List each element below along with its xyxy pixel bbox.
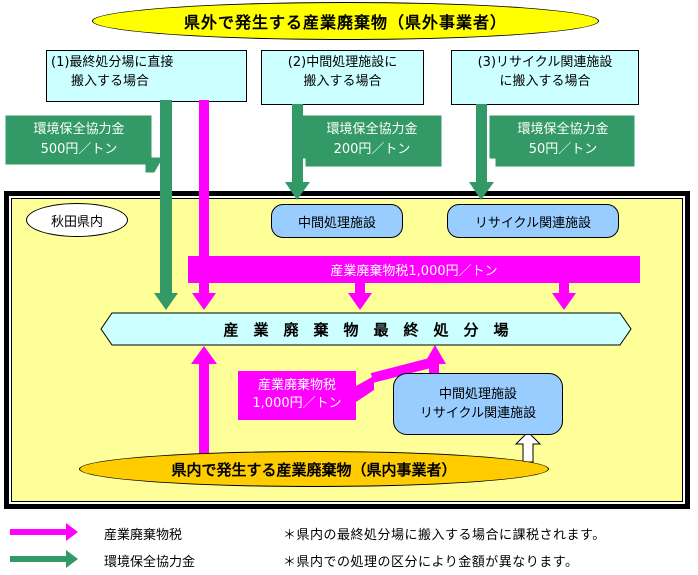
tax-band-label: 産業廃棄物税1,000円／トン xyxy=(330,264,498,279)
intermediate-facility-box: 中間処理施設 xyxy=(271,204,403,238)
intermediate-facility-label: 中間処理施設 xyxy=(297,215,376,231)
legend-fee-arrow-shaft xyxy=(10,556,68,562)
fee-callout-1 xyxy=(5,115,163,173)
recycling-facility-label: リサイクル関連施設 xyxy=(474,215,592,231)
legend-tax-label: 産業廃棄物税 xyxy=(104,528,183,543)
tax-arrow-instate-head xyxy=(191,346,217,364)
legend-tax-arrow-shaft xyxy=(10,529,68,535)
case-box-recycling: (3)リサイクル関連施設 に搬入する場合 xyxy=(451,50,639,105)
final-disposal-site-shape xyxy=(100,312,632,346)
instate-tax-callout xyxy=(238,371,374,420)
case-box-direct-disposal: (1)最終処分場に直接 搬入する場合 xyxy=(46,50,247,102)
akita-prefecture-label: 秋田県内 xyxy=(26,203,128,237)
final-disposal-site: 産業廃棄物最終処分場 xyxy=(112,313,620,345)
legend-fee-label: 環境保全協力金 xyxy=(104,555,196,570)
note-amount-varies: ＊県内での処理の区分により金額が異なります。 xyxy=(283,555,579,570)
case-1-line2: 搬入する場合 xyxy=(71,74,150,89)
fee-3-name: 環境保全協力金 xyxy=(517,122,609,137)
hollow-up-arrow xyxy=(514,431,542,463)
fee-arrow-3-shaft xyxy=(476,104,487,184)
out-of-prefecture-waste-ellipse: 県外で発生する産業廃棄物（県外事業者） xyxy=(92,2,599,40)
fee-1-amount: 500円／トン xyxy=(40,142,118,157)
instate-intermediate-label: 中間処理施設 xyxy=(438,387,517,402)
tax-arrow-direct-shaft xyxy=(199,100,209,295)
fee-callout-3-text: 環境保全協力金 50円／トン xyxy=(496,120,630,160)
fee-3-amount: 50円／トン xyxy=(528,142,598,157)
recycling-facility-box: リサイクル関連施設 xyxy=(447,204,619,238)
in-prefecture-waste-title: 県内で発生する産業廃棄物（県内事業者） xyxy=(171,460,457,479)
legend-fee-arrow-head xyxy=(66,550,78,568)
fee-1-name: 環境保全協力金 xyxy=(33,122,125,137)
instate-tax-callout-text: 産業廃棄物税 1,000円／トン xyxy=(238,377,356,413)
akita-prefecture-text: 秋田県内 xyxy=(50,214,103,230)
final-disposal-site-label: 産業廃棄物最終処分場 xyxy=(223,320,524,339)
tax-arrow-facility-diagonal xyxy=(370,357,436,383)
tax-arrow-instate-shaft xyxy=(199,362,209,454)
tax-band xyxy=(188,256,640,283)
fee-callout-1-text: 環境保全協力金 500円／トン xyxy=(10,120,148,160)
case-2-line2: 搬入する場合 xyxy=(303,74,382,89)
note-tax-applies: ＊県内の最終処分場に搬入する場合に課税されます。 xyxy=(283,528,606,543)
out-of-prefecture-waste-title: 県外で発生する産業廃棄物（県外事業者） xyxy=(183,13,507,32)
case-2-line1: (2)中間処理施設に xyxy=(287,55,398,70)
tax-arrow-intermediate-head xyxy=(348,293,372,310)
fee-callout-2-text: 環境保全協力金 200円／トン xyxy=(306,120,438,160)
instate-tax-name: 産業廃棄物税 xyxy=(257,378,336,393)
fee-arrow-1-head xyxy=(154,293,178,310)
fee-callout-3 xyxy=(489,115,635,167)
fee-arrow-1-shaft xyxy=(160,100,172,295)
instate-facilities-box: 中間処理施設 リサイクル関連施設 xyxy=(393,373,563,435)
instate-recycling-label: リサイクル関連施設 xyxy=(419,406,537,421)
fee-arrow-3-head xyxy=(469,182,494,200)
tax-band-label-box: 産業廃棄物税1,000円／トン xyxy=(188,256,640,283)
case-1-line1: (1)最終処分場に直接 xyxy=(51,55,174,70)
in-prefecture-waste-ellipse: 県内で発生する産業廃棄物（県内事業者） xyxy=(79,451,549,487)
case-box-intermediate: (2)中間処理施設に 搬入する場合 xyxy=(261,50,424,105)
fee-arrow-2-head xyxy=(285,182,310,200)
fee-2-amount: 200円／トン xyxy=(333,142,411,157)
fee-arrow-2-shaft xyxy=(292,104,303,184)
tax-arrow-facility-head xyxy=(424,345,446,364)
tax-arrow-recycling-shaft xyxy=(559,283,569,295)
legend-tax-arrow-head xyxy=(66,523,78,541)
case-3-line2: に搬入する場合 xyxy=(499,74,591,89)
tax-arrow-direct-head xyxy=(192,293,216,310)
tax-arrow-intermediate-shaft xyxy=(355,283,365,295)
fee-2-name: 環境保全協力金 xyxy=(326,122,418,137)
tax-arrow-recycling-head xyxy=(552,293,576,310)
case-3-line1: (3)リサイクル関連施設 xyxy=(477,55,613,70)
instate-tax-amount: 1,000円／トン xyxy=(252,396,342,411)
